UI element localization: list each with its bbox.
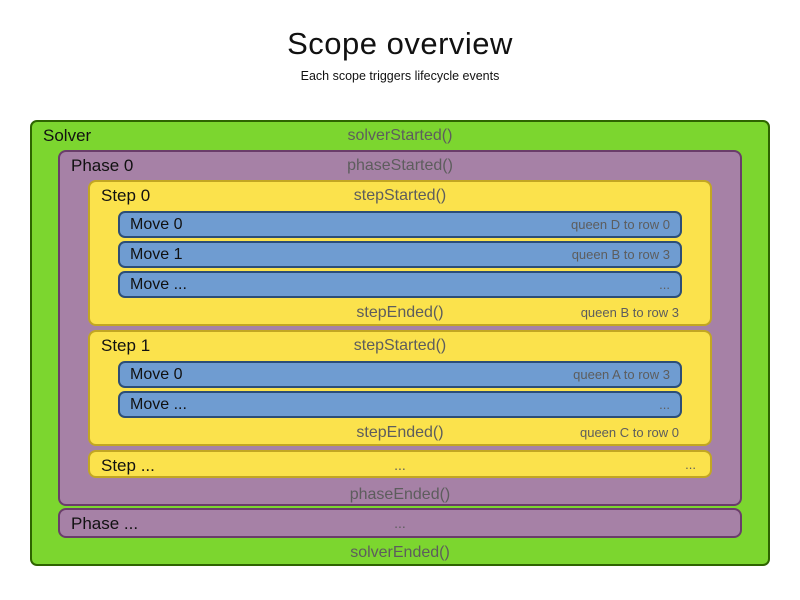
step-more-box: ... Step ... ... xyxy=(88,450,712,478)
move-note: queen B to row 3 xyxy=(571,247,670,262)
diagram-title: Scope overview xyxy=(287,26,513,61)
phase-started-event: phaseStarted() xyxy=(347,157,453,174)
step1-header: stepStarted() Step 1 xyxy=(90,332,710,361)
phase0-header: phaseStarted() Phase 0 xyxy=(60,152,740,181)
phase-more-label: Phase ... xyxy=(71,514,139,533)
step-started-event: stepStarted() xyxy=(353,187,447,204)
solver-label: Solver xyxy=(43,126,92,145)
step-ended-event: stepEnded() xyxy=(356,424,444,441)
step1-ended-row: stepEnded() queen C to row 0 xyxy=(90,420,710,446)
move-row: Move 1 queen B to row 3 xyxy=(118,241,682,268)
move-label: Move 0 xyxy=(130,366,183,383)
move-label: Move 1 xyxy=(130,246,183,263)
step0-ended-row: stepEnded() queen B to row 3 xyxy=(90,300,710,326)
phase-ended-event: phaseEnded() xyxy=(349,486,451,503)
solver-scope-box: solverStarted() Solver phaseStarted() Ph… xyxy=(30,120,770,566)
step0-header: stepStarted() Step 0 xyxy=(90,182,710,211)
move-note: ... xyxy=(659,277,670,292)
move-note: queen D to row 0 xyxy=(570,217,670,232)
phase-more-box: ... Phase ... xyxy=(58,508,742,538)
phase-ended-row: phaseEnded() xyxy=(60,482,740,508)
solver-ended-event: solverEnded() xyxy=(350,544,450,561)
solver-header: solverStarted() Solver xyxy=(32,122,768,151)
solver-started-event: solverStarted() xyxy=(347,127,453,144)
move-label: Move 0 xyxy=(130,216,183,233)
move-row: Move ... ... xyxy=(118,271,682,298)
move-note: queen A to row 3 xyxy=(573,367,670,382)
step-more-center-dots: ... xyxy=(394,457,406,473)
step-ended-note: queen B to row 3 xyxy=(580,305,679,320)
phase0-scope-box: phaseStarted() Phase 0 stepStarted() Ste… xyxy=(58,150,742,506)
solver-ended-row: solverEnded() xyxy=(32,540,768,566)
move-label: Move ... xyxy=(130,276,187,293)
step1-label: Step 1 xyxy=(101,336,151,355)
move-note: ... xyxy=(659,397,670,412)
move-row: Move ... ... xyxy=(118,391,682,418)
diagram-subtitle: Each scope triggers lifecycle events xyxy=(300,69,500,83)
step-ended-note: queen C to row 0 xyxy=(579,425,679,440)
step0-label: Step 0 xyxy=(101,186,151,205)
step-ended-event: stepEnded() xyxy=(356,304,444,321)
step-more-right-dots: ... xyxy=(685,457,696,472)
step1-scope-box: stepStarted() Step 1 Move 0 queen A to r… xyxy=(88,330,712,446)
move-row: Move 0 queen A to row 3 xyxy=(118,361,682,388)
phase-more-center-dots: ... xyxy=(394,515,406,531)
phase0-label: Phase 0 xyxy=(71,156,134,175)
move-row: Move 0 queen D to row 0 xyxy=(118,211,682,238)
step-started-event: stepStarted() xyxy=(353,337,447,354)
step0-scope-box: stepStarted() Step 0 Move 0 queen D to r… xyxy=(88,180,712,326)
step-more-label: Step ... xyxy=(101,456,155,475)
move-label: Move ... xyxy=(130,396,187,413)
